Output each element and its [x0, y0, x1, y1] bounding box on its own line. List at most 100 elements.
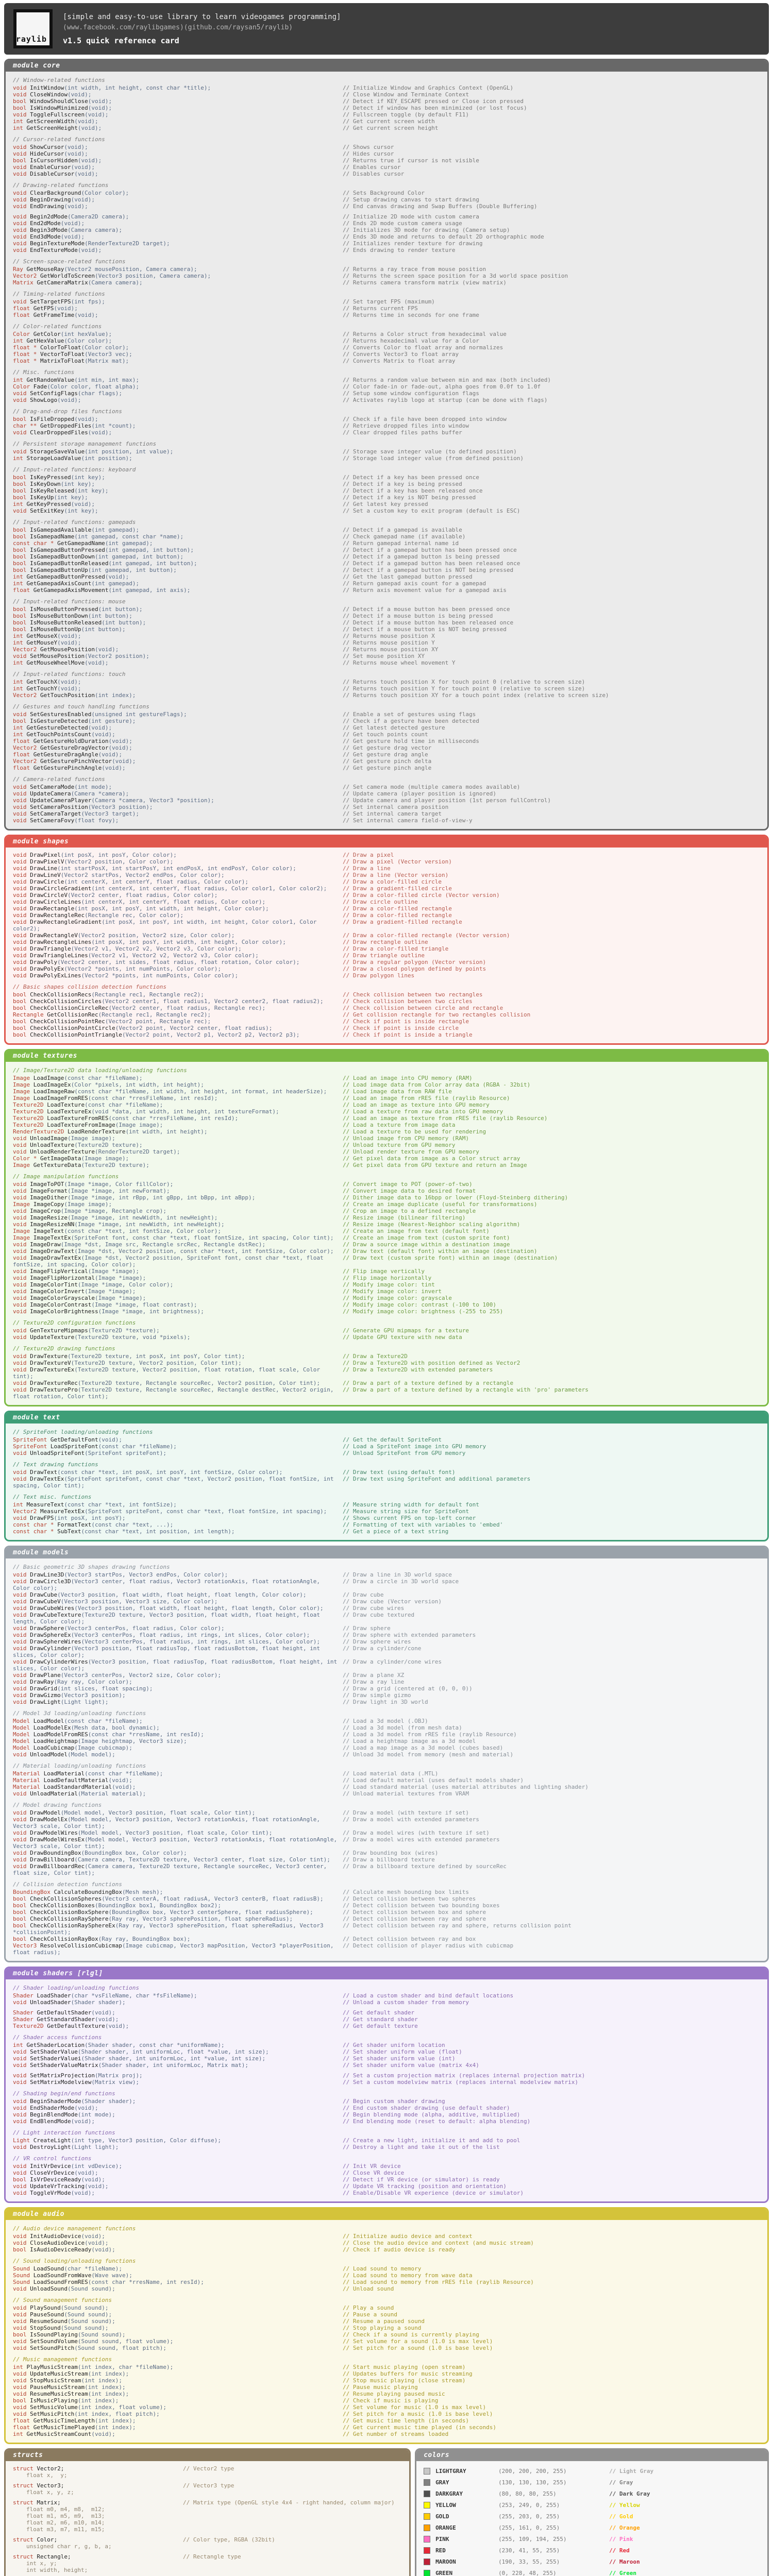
function-signature: void SetCameraTarget(Vector3 target); [13, 810, 343, 817]
function-args: (Image *image, Color color); [77, 1281, 174, 1288]
function-signature: void DisableCursor(void); [13, 171, 343, 177]
function-signature: void HideCursor(void); [13, 150, 343, 157]
struct-field: int x, y; [13, 2560, 183, 2567]
line-gap [13, 177, 760, 181]
function-line: void UnloadModel(Model model);// Unload … [13, 1751, 760, 1758]
function-line: void ToggleVrMode(void);// Enable/Disabl… [13, 2190, 760, 2196]
function-line: float * VectorToFloat(Vector3 vec);// Co… [13, 351, 760, 358]
function-name: DrawTexture [30, 1353, 68, 1360]
function-line: bool IsMouseButtonPressed(int button);//… [13, 606, 760, 613]
function-line: void ImageColorTint(Image *image, Color … [13, 1281, 760, 1288]
function-line: int GetKeyPressed(void);// Get latest ke… [13, 501, 760, 507]
function-line: bool CheckCollisionPointRec(Vector2 poin… [13, 1018, 760, 1025]
function-signature: char ** GetDroppedFiles(int *count); [13, 422, 343, 429]
subsection-comment: // Camera-related functions [13, 776, 105, 783]
function-comment: // Return axis movement value for a game… [343, 587, 507, 594]
function-line: bool IsGamepadButtonUp(int gamepad, int … [13, 567, 760, 573]
struct-field: float m3, m7, m11, m15; [13, 2526, 183, 2533]
function-args: (Vector2 position); [85, 653, 149, 659]
function-args: (Camera *camera, Vector3 *position); [91, 797, 214, 804]
line-gap [13, 594, 760, 597]
return-type: void [13, 1692, 30, 1699]
function-comment: // Draw a gradient-filled circle [343, 885, 452, 892]
function-line: Texture2D LoadTexture(const char *fileNa… [13, 1101, 760, 1108]
function-args: (int gamepad, int button); [88, 567, 177, 573]
function-comment: // Draw a gradient-filled rectangle [343, 919, 462, 925]
function-line: BoundingBox CalculateBoundingBox(Mesh me… [13, 1889, 760, 1895]
function-comment: // Detect if a key has been pressed once [343, 474, 479, 481]
function-line: void SetConfigFlags(char flags);// Setup… [13, 390, 760, 397]
function-name: LoadModelFromRES [33, 1731, 88, 1738]
function-line: void DrawCircleV(Vector2 center, float r… [13, 892, 760, 899]
struct-comment [183, 2543, 402, 2550]
return-type: void [13, 1836, 30, 1843]
function-signature: void UnloadSound(Sound sound); [13, 2285, 343, 2292]
function-comment: // Detect if VR device (or simulator) is… [343, 2176, 500, 2183]
return-type: void [13, 972, 30, 979]
function-comment: // Initialize audio device and context [343, 2233, 473, 2240]
struct-comment [183, 2489, 402, 2496]
function-line: void ImageResize(Image *image, int newWi… [13, 1214, 760, 1221]
line-gap [13, 210, 760, 213]
color-row: DARKGRAY(80, 80, 80, 255)// Dark Gray [424, 2488, 760, 2499]
function-args: (Shader shader, int uniformLoc, float *v… [77, 2048, 269, 2055]
return-type: void [13, 810, 30, 817]
function-name: ImageFormat [30, 1188, 68, 1194]
function-signature: bool CheckCollisionCircleRec(Vector2 cen… [13, 1005, 343, 1011]
return-type: void [13, 233, 30, 240]
function-signature: void DrawCylinderWires(Vector3 position,… [13, 1658, 343, 1672]
return-type: void [13, 1645, 30, 1652]
color-name: GRAY [435, 2479, 449, 2486]
function-comment: // Shows current FPS on top-left corner [343, 1515, 476, 1521]
function-comment: // Resume playing paused music [343, 2391, 445, 2397]
return-type: void [13, 2233, 30, 2240]
struct-name: Vector2; [37, 2465, 64, 2472]
function-comment: // Draw a ray line [343, 1679, 405, 1685]
function-line: void StopSound(Sound sound);// Stop play… [13, 2325, 760, 2331]
function-args: (void); [57, 397, 81, 403]
function-line: void DrawModelWiresEx(Model model, Vecto… [13, 1836, 760, 1850]
function-line: void DrawLine3D(Vector3 startPos, Vector… [13, 1571, 760, 1578]
function-signature: void PauseMusicStream(int index); [13, 2384, 343, 2391]
function-comment: // Draw a Texture2D with extended parame… [343, 1366, 493, 1373]
color-rgba: (255, 161, 0, 255) [498, 2524, 560, 2531]
line-gap [13, 2069, 760, 2072]
line-gap [13, 2573, 402, 2576]
function-comment: // Draw a model wires (with texture if s… [343, 1829, 490, 1836]
function-line: bool CheckCollisionRaySphereEx(Ray ray, … [13, 1922, 760, 1936]
function-args: (int key); [71, 474, 105, 481]
return-type: bool [13, 718, 30, 724]
function-signature: void UnloadMaterial(Material material); [13, 1790, 343, 1797]
function-signature: int GetTouchPointsCount(void); [13, 731, 343, 738]
return-type: void [13, 2170, 30, 2176]
function-name: ImageToPOT [30, 1181, 64, 1188]
color-name: GOLD [435, 2513, 449, 2520]
function-signature: void DrawRectangle(int posX, int posY, i… [13, 905, 343, 912]
function-comment: // Draw rectangle outline [343, 939, 428, 945]
function-signature: void UnloadTexture(Texture2D texture); [13, 1142, 343, 1148]
function-signature: void DrawBoundingBox(BoundingBox box, Co… [13, 1850, 343, 1856]
return-type: bool [13, 98, 30, 105]
return-type: Model [13, 1718, 33, 1724]
function-name: LoadTextureFromRES [47, 1115, 109, 1122]
function-args: (Image *image, int brightness); [98, 1308, 204, 1315]
color-rgba: (255, 109, 194, 255) [498, 2535, 567, 2543]
function-name: MeasureText [26, 1501, 64, 1508]
function-signature: void UnloadShader(Shader shader); [13, 1999, 343, 2006]
function-line: bool IsMouseButtonUp(int button);// Dete… [13, 626, 760, 633]
function-args: (Matrix proj); [94, 2072, 143, 2079]
function-signature: float * ColorToFloat(Color color); [13, 344, 343, 351]
function-signature: void DrawTriangleLines(Vector2 v1, Vecto… [13, 952, 343, 959]
function-name: SetShaderValuei [30, 2055, 81, 2062]
function-signature: bool IsSoundPlaying(Sound sound); [13, 2331, 343, 2338]
function-comment: // Draw a part of a texture defined by a… [343, 1386, 589, 1393]
function-signature: Image LoadImageRaw(const char *fileName,… [13, 1088, 343, 1095]
function-comment: // Set target FPS (maximum) [343, 298, 435, 305]
return-type: bool [13, 1909, 30, 1916]
return-type: void [13, 2240, 30, 2246]
function-args: (Vector3 position, float width, float he… [57, 1591, 307, 1598]
function-comment: // Storage load integer value (from defi… [343, 455, 524, 462]
function-name: DrawTextureV [30, 1360, 71, 1366]
color-rgba: (230, 41, 55, 255) [498, 2547, 560, 2554]
